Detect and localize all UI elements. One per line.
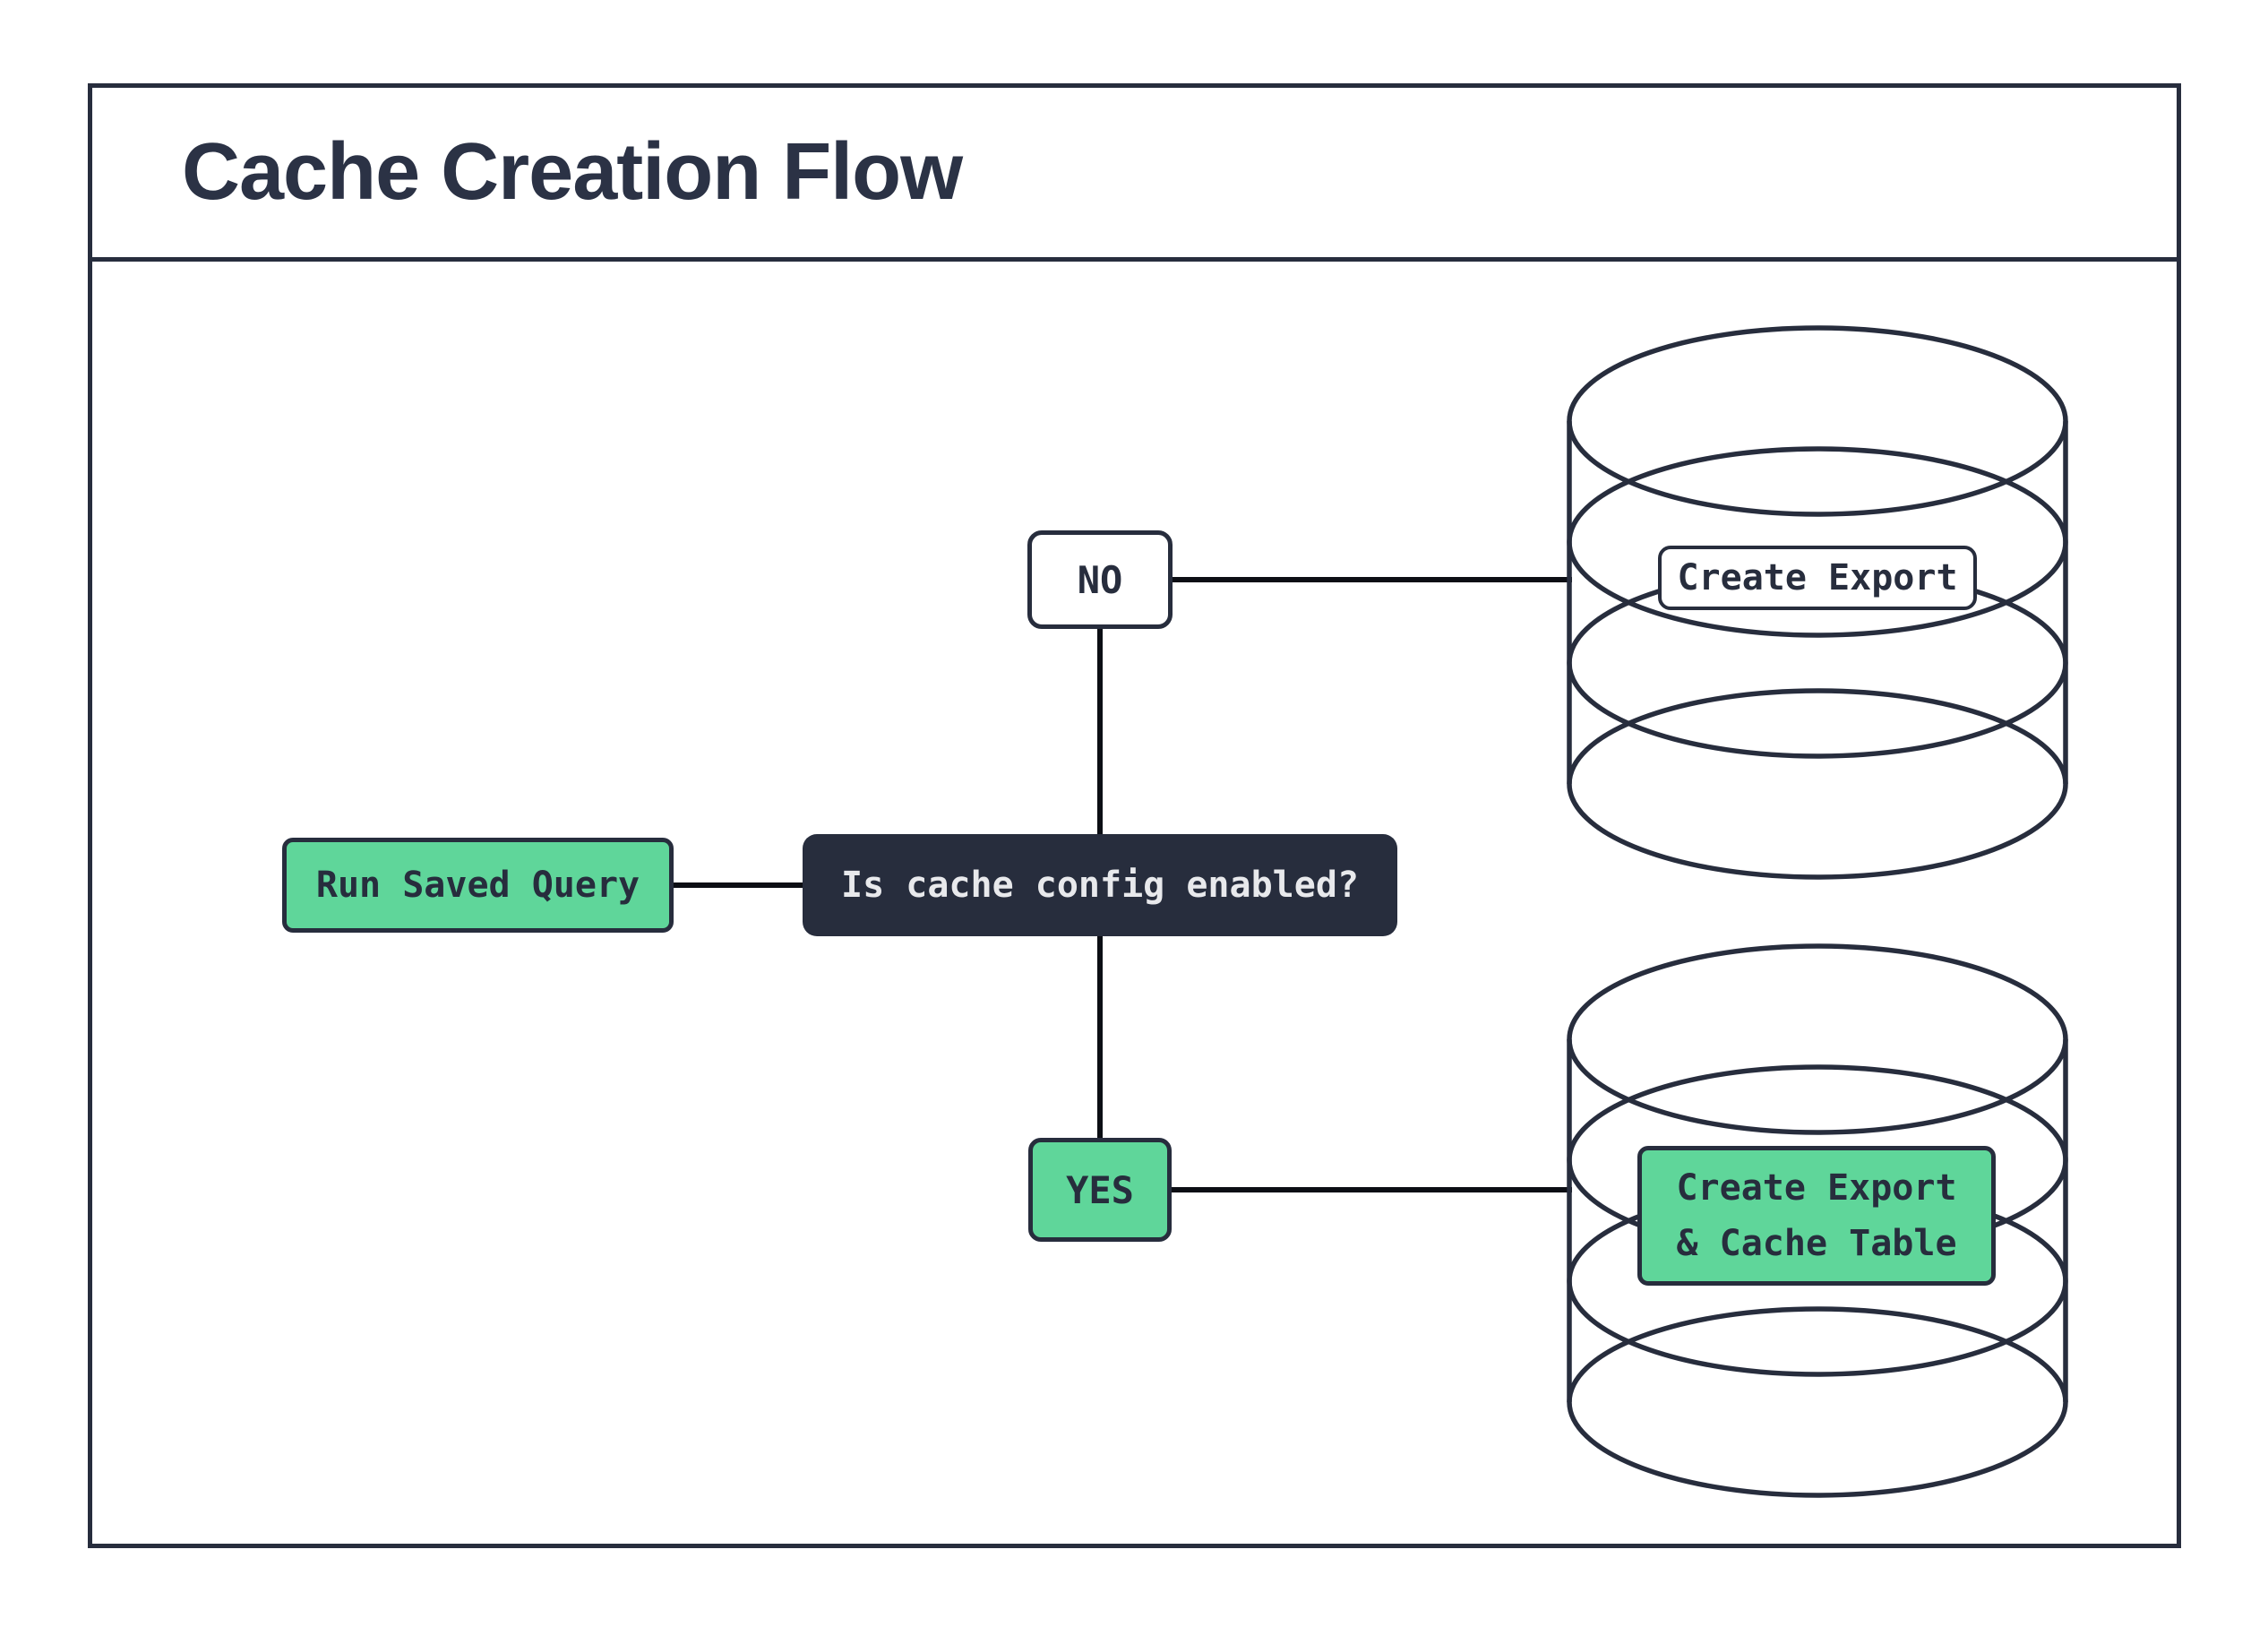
node-run-saved-query: Run Saved Query bbox=[282, 838, 674, 933]
node-yes: YES bbox=[1028, 1138, 1172, 1242]
page-title: Cache Creation Flow bbox=[182, 127, 963, 217]
diagram-header: Cache Creation Flow bbox=[88, 83, 2181, 262]
connector-no-to-decision bbox=[1097, 629, 1103, 834]
connector-start-to-decision bbox=[674, 882, 803, 888]
node-create-export: Create Export bbox=[1658, 546, 1977, 610]
label-line-1: Create Export bbox=[1676, 1167, 1957, 1209]
node-no: NO bbox=[1027, 530, 1173, 629]
connector-no-to-database bbox=[1171, 577, 1572, 582]
connector-decision-to-yes bbox=[1097, 936, 1103, 1138]
connector-yes-to-database bbox=[1172, 1187, 1572, 1192]
node-create-export-cache-table: Create Export & Cache Table bbox=[1637, 1146, 1996, 1286]
label-line-2: & Cache Table bbox=[1676, 1223, 1957, 1264]
node-decision-cache-config: Is cache config enabled? bbox=[803, 834, 1397, 936]
